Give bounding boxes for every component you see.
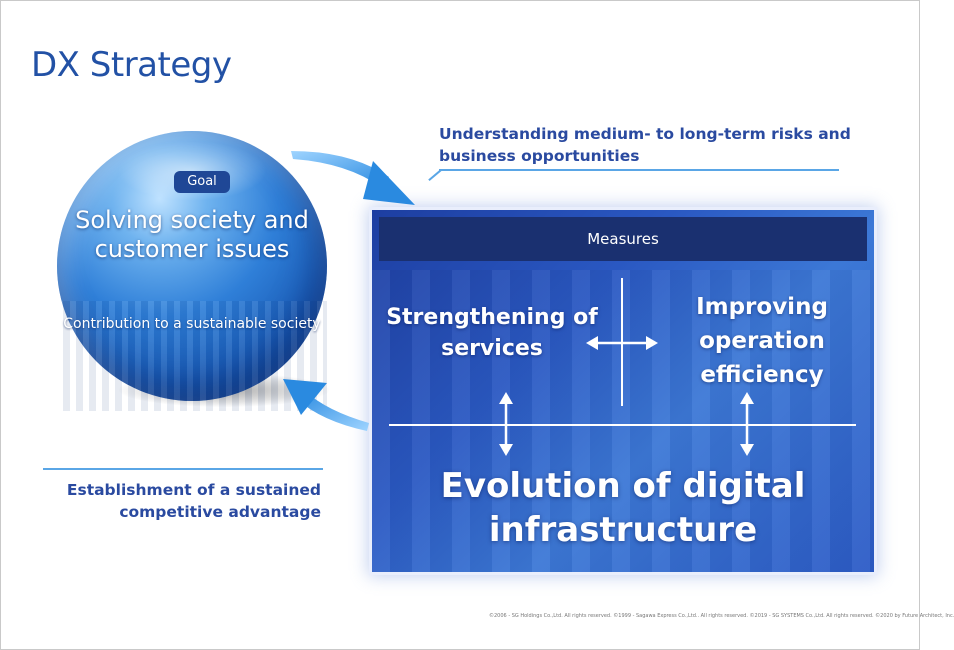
measure-strengthening-services: Strengthening of services: [386, 305, 598, 361]
top-annotation-leader-line: [439, 169, 839, 171]
bottom-annotation-leader-line: [43, 468, 323, 470]
arrow-to-goal-icon: [283, 379, 369, 431]
goal-badge: Goal: [174, 171, 230, 193]
horizontal-double-arrow-icon: [586, 336, 658, 350]
goal-sub-text: Contribution to a sustainable society: [63, 316, 321, 332]
measure-digital-infrastructure: Evolution of digital infrastructure: [440, 466, 806, 550]
copyright-notice: ©2006 - SG Holdings Co.,Ltd. All rights …: [489, 613, 954, 619]
page-title: DX Strategy: [31, 45, 232, 85]
measure-improving-efficiency: Improving operation efficiency: [696, 294, 828, 388]
top-annotation: Understanding medium- to long-term risks…: [439, 125, 851, 165]
measures-panel: Measures Strengthening of services Impro…: [372, 210, 874, 572]
measures-header: Measures: [379, 217, 867, 261]
goal-main-text: Solving society and customer issues: [75, 206, 309, 263]
goal-sphere: [57, 131, 327, 411]
horizontal-divider: [389, 424, 856, 426]
left-vertical-double-arrow-icon: [499, 392, 513, 456]
right-vertical-double-arrow-icon: [740, 392, 754, 456]
arrow-to-measures-icon: [291, 151, 415, 205]
panel-background-image: [372, 270, 874, 572]
cycle-arrows: [283, 151, 415, 431]
bottom-annotation: Establishment of a sustained competitive…: [66, 481, 321, 521]
dx-strategy-diagram: DX Strategy Understanding medium- to lon…: [0, 0, 920, 650]
city-image: [57, 301, 327, 411]
panel-arrows: [499, 336, 754, 456]
